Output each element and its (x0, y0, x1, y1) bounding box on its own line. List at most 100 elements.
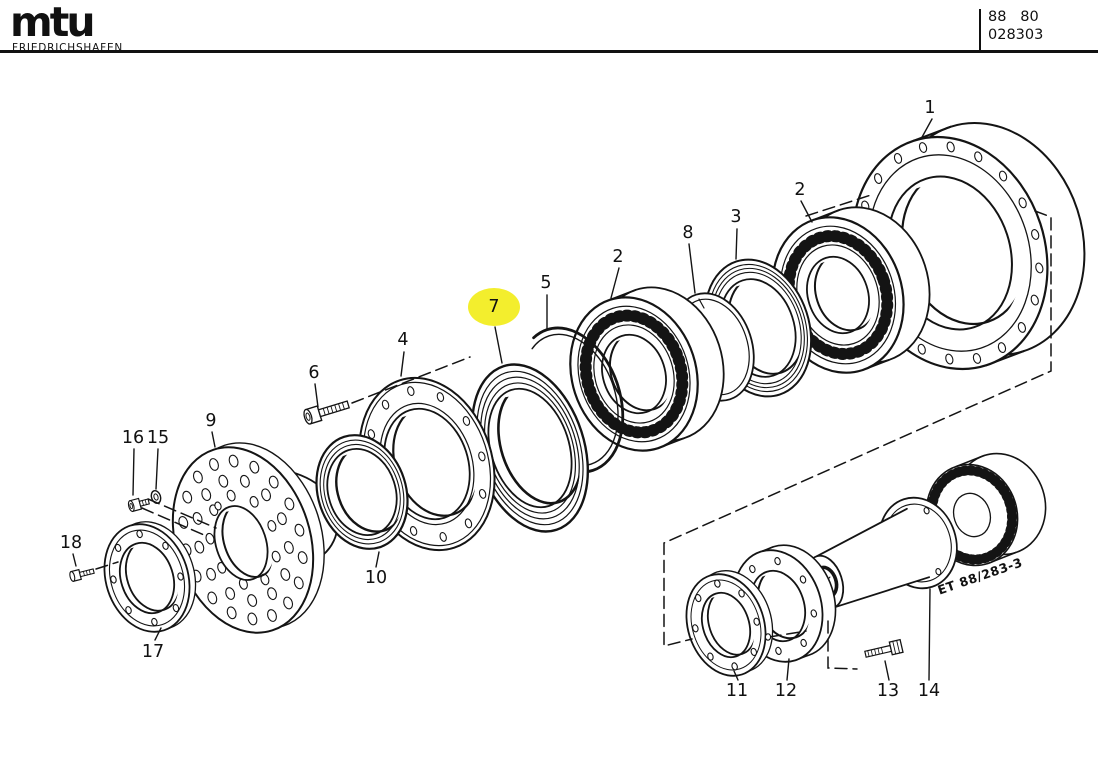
part-15-washer (150, 489, 162, 505)
hole (974, 151, 983, 163)
hole (998, 170, 1008, 182)
callout-1[interactable]: 1 (924, 98, 936, 118)
part-13-hex-bolt (864, 638, 904, 658)
hole (946, 141, 955, 153)
hole (738, 589, 745, 598)
hole (294, 523, 305, 537)
hole (162, 541, 169, 550)
hole (297, 551, 308, 564)
hole (478, 488, 487, 499)
callout-leader-lines (72, 118, 933, 681)
hole (774, 557, 781, 566)
hole (714, 579, 721, 588)
header-divider (0, 50, 1098, 53)
callout-15[interactable]: 15 (146, 428, 170, 448)
callout-2-right[interactable]: 2 (794, 180, 806, 200)
callout-8[interactable]: 8 (682, 223, 694, 243)
part-17-ring-flange (103, 521, 197, 633)
hole (367, 429, 376, 440)
construction-lines (95, 194, 1052, 670)
hole (478, 451, 486, 462)
hole (1018, 197, 1027, 209)
hole (409, 526, 418, 536)
callout-3[interactable]: 3 (730, 207, 742, 227)
hole (268, 475, 279, 489)
hole (464, 518, 473, 529)
mtu-logo: mtu (10, 0, 95, 46)
flange-12-hole-marker (764, 633, 772, 641)
hole (267, 587, 278, 601)
hole (228, 454, 239, 468)
hole (283, 596, 294, 610)
hole (692, 624, 699, 633)
callout-17[interactable]: 17 (141, 642, 165, 662)
hole (694, 593, 702, 603)
callout-7-highlighted[interactable]: 7 (468, 288, 520, 326)
part-16-socket-screw (127, 497, 150, 513)
hole (192, 470, 203, 484)
bolt-18-locator (95, 561, 119, 570)
hole (1017, 322, 1027, 333)
hole (1031, 229, 1040, 240)
callout-12[interactable]: 12 (774, 681, 798, 701)
callout-9[interactable]: 9 (205, 411, 217, 431)
part-10-seal-ring (315, 434, 409, 550)
bolt-axis-line-left (351, 356, 471, 404)
hole (1030, 294, 1039, 306)
hole (267, 609, 277, 622)
hole (923, 507, 930, 515)
hole (247, 594, 258, 607)
screw-16-locator (147, 498, 217, 529)
hole (225, 587, 236, 600)
hole (800, 638, 807, 648)
hole (893, 152, 903, 164)
hole (462, 416, 471, 426)
part-11-holes (692, 579, 760, 671)
part-9-drive-disc (171, 442, 325, 634)
hole (249, 460, 260, 474)
hole (731, 662, 738, 671)
hole (261, 488, 272, 502)
callout-10[interactable]: 10 (364, 568, 388, 588)
bolt-13-locator (827, 620, 858, 670)
hole (283, 541, 294, 554)
part-11-flange (685, 570, 774, 677)
hole (749, 564, 756, 574)
hole (125, 606, 132, 615)
hole (750, 647, 758, 657)
callout-14[interactable]: 14 (917, 681, 941, 701)
hole (247, 612, 258, 626)
hole (201, 488, 212, 502)
hole (276, 512, 287, 526)
hole (439, 532, 447, 542)
hole (997, 342, 1007, 354)
callout-4[interactable]: 4 (397, 330, 409, 350)
callout-16[interactable]: 16 (121, 428, 145, 448)
hole (136, 529, 143, 539)
hole (249, 495, 259, 508)
callout-6[interactable]: 6 (308, 363, 320, 383)
part-9-holes (178, 454, 308, 626)
hole (810, 609, 818, 618)
hole (209, 458, 219, 471)
callout-18[interactable]: 18 (59, 533, 83, 553)
callout-11[interactable]: 11 (725, 681, 749, 701)
callout-2-middle[interactable]: 2 (612, 247, 624, 267)
hole (753, 617, 760, 626)
doc-code-separator (979, 9, 981, 51)
washer-15-locator (141, 507, 205, 536)
hole (284, 497, 295, 511)
part-14-drive-shaft (805, 452, 1047, 610)
hole (239, 474, 250, 488)
hole (114, 543, 122, 553)
callout-13[interactable]: 13 (876, 681, 900, 701)
hole (182, 490, 193, 504)
hole (218, 474, 229, 488)
callout-5[interactable]: 5 (540, 273, 552, 293)
hole (205, 532, 215, 545)
hole (436, 392, 445, 402)
callout-7-label: 7 (488, 297, 500, 317)
bolt-axis-line-right (805, 194, 872, 217)
